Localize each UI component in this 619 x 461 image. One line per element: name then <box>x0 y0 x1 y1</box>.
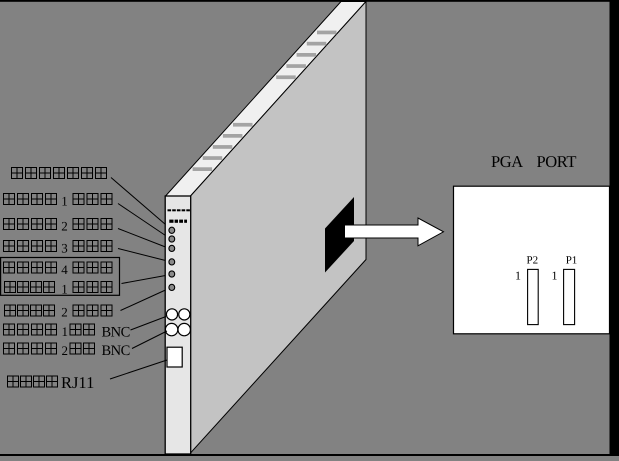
svg-text:2: 2 <box>61 219 68 234</box>
svg-text:BNC: BNC <box>102 343 130 359</box>
svg-text:BNC: BNC <box>102 324 130 340</box>
svg-text:P1: P1 <box>566 254 578 266</box>
svg-text:PGA: PGA <box>491 152 523 171</box>
svg-text:RJ11: RJ11 <box>61 373 94 392</box>
svg-text:1: 1 <box>552 268 558 282</box>
svg-text:3: 3 <box>61 240 68 255</box>
svg-text:PORT: PORT <box>537 152 577 171</box>
svg-text:P2: P2 <box>526 254 538 266</box>
svg-text:2: 2 <box>61 305 68 320</box>
svg-text:2: 2 <box>62 343 69 358</box>
svg-text:4: 4 <box>61 262 68 277</box>
svg-text:1: 1 <box>515 268 521 282</box>
svg-text:1: 1 <box>61 194 68 209</box>
svg-text:1: 1 <box>61 281 68 296</box>
svg-text:1: 1 <box>62 324 69 339</box>
